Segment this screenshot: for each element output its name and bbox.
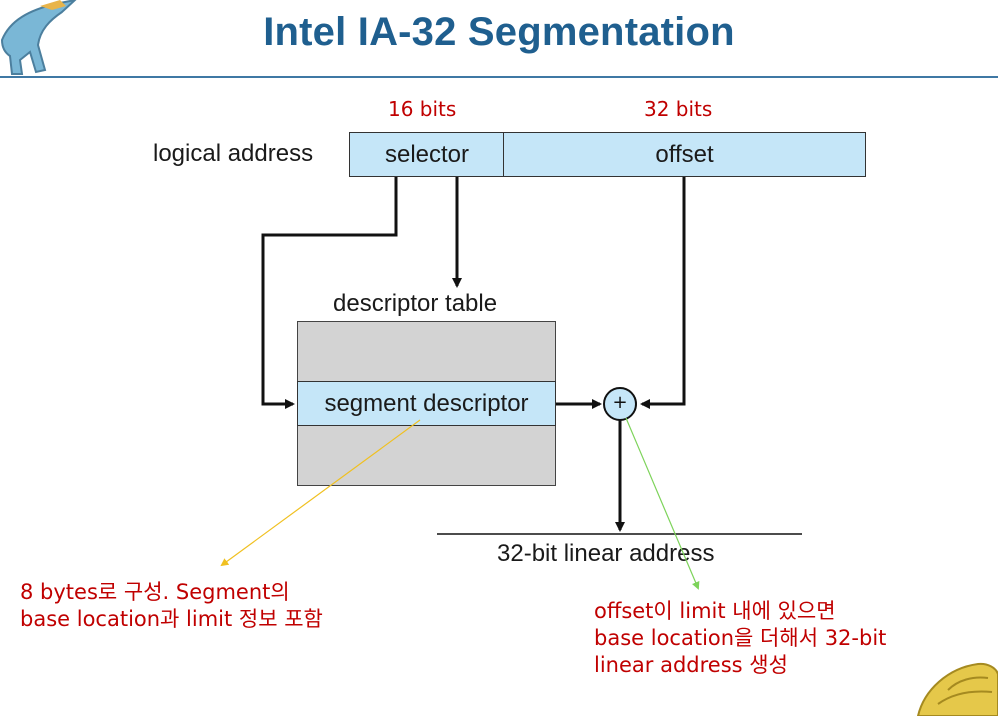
dinosaur-logo-icon [0, 0, 77, 75]
dinosaur-logo-icon [916, 662, 998, 716]
selector-field: selector [349, 132, 505, 177]
title-divider [0, 76, 998, 78]
add-note-line: offset이 limit 내에 있으면 [594, 599, 836, 623]
offset-bits-label: 32 bits [644, 97, 713, 121]
logical-address-label: logical address [153, 140, 314, 167]
descriptor-table-label: descriptor table [333, 290, 498, 317]
add-note: offset이 limit 내에 있으면 base location을 더해서 … [594, 598, 886, 679]
segment-descriptor-entry: segment descriptor [297, 381, 556, 426]
adder-plus-icon: + [612, 392, 628, 413]
add-note-line: linear address 생성 [594, 653, 788, 677]
descriptor-note-line: 8 bytes로 구성. Segment의 [20, 580, 290, 604]
offset-field: offset [503, 132, 866, 177]
add-note-line: base location을 더해서 32-bit [594, 626, 887, 650]
page-title: Intel IA-32 Segmentation [263, 10, 735, 54]
selector-bits-label: 16 bits [388, 97, 457, 121]
descriptor-note: 8 bytes로 구성. Segment의 base location과 lim… [20, 579, 323, 633]
linear-address-label: 32-bit linear address [497, 540, 715, 567]
descriptor-note-line: base location과 limit 정보 포함 [20, 607, 323, 631]
